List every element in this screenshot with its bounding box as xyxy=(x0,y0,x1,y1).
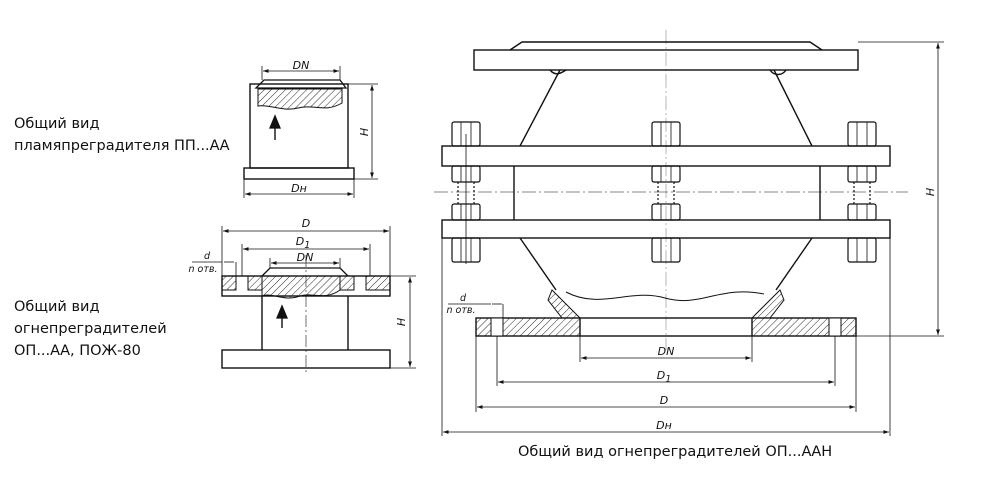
caption-line-3: ОП...АА, ПОЖ-80 xyxy=(14,343,141,359)
bolt-left xyxy=(451,121,481,264)
label-dh-oph: Dн xyxy=(656,419,672,432)
label-dn-oph: DN xyxy=(658,345,675,358)
label-dn-pp: DN xyxy=(293,59,310,72)
caption-line-2: огнепреградителей xyxy=(14,321,167,337)
caption-fire-arrester-oph: Общий вид огнепреградителей ОП...ААН xyxy=(518,441,832,463)
bolt-assemblies xyxy=(451,121,877,264)
bolt-middle xyxy=(651,121,681,263)
caption-flame-arrester-pp: Общий вид пламяпреградителя ПП...АА xyxy=(14,113,230,157)
caption-line-1: Общий вид xyxy=(14,299,100,315)
label-d1-oph: D1 xyxy=(657,369,672,385)
label-n-otv-op: n отв. xyxy=(188,264,217,275)
label-d-op: D xyxy=(302,217,310,230)
caption-fire-arrester-op: Общий вид огнепреградителей ОП...АА, ПОЖ… xyxy=(14,296,167,362)
label-h-pp: H xyxy=(358,128,371,136)
label-d-small-op: d xyxy=(204,251,211,262)
caption-line-2: пламяпреградителя ПП...АА xyxy=(14,138,230,154)
drawing-pp xyxy=(243,66,378,198)
label-dn-op: DN xyxy=(297,251,314,264)
label-d-small-oph: d xyxy=(460,293,467,304)
label-h-oph: H xyxy=(924,188,937,196)
label-d-oph: D xyxy=(660,394,668,407)
label-dh-pp: Dн xyxy=(291,182,307,195)
drawing-op xyxy=(192,226,416,372)
label-d1-op: D1 xyxy=(296,235,311,251)
label-n-otv-oph: n отв. xyxy=(446,305,475,316)
bolt-right xyxy=(847,121,877,263)
label-h-op: H xyxy=(395,318,408,326)
drawing-oph xyxy=(434,30,944,436)
caption-line-1: Общий вид огнепреградителей ОП...ААН xyxy=(518,444,833,460)
caption-line-1: Общий вид xyxy=(14,116,100,132)
